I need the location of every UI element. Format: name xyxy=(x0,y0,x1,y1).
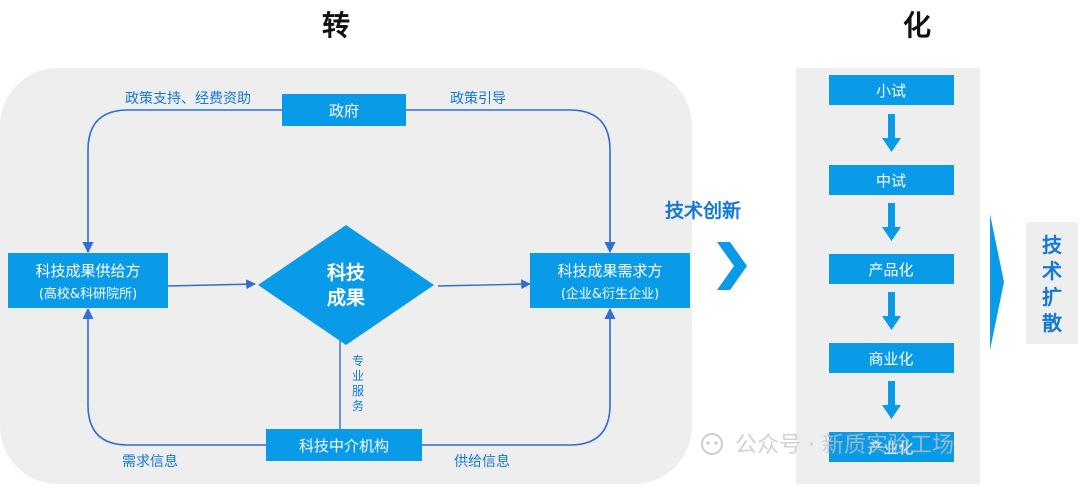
demander-node xyxy=(530,253,690,308)
stage-arrows xyxy=(882,114,901,419)
supply-info-label: 供给信息 xyxy=(454,453,510,470)
wechat-icon-dot xyxy=(706,441,710,445)
diffusion-char: 扩 xyxy=(1042,285,1062,309)
watermark: 公众号 · 新质实验工场 xyxy=(701,433,954,458)
government-node xyxy=(282,94,406,126)
core-label-line2: 成果 xyxy=(327,286,365,309)
diffusion-char: 技 xyxy=(1042,233,1063,257)
stage-label: 产品化 xyxy=(868,261,913,279)
diffusion-char: 术 xyxy=(1042,259,1062,283)
stage-label: 商业化 xyxy=(868,350,913,368)
policy-guidance-label: 政策引导 xyxy=(450,90,506,107)
diffusion-char: 散 xyxy=(1042,311,1063,335)
stage-box xyxy=(829,432,954,462)
supplier-label: 科技成果供给方 xyxy=(35,262,140,280)
stage-label: 中试 xyxy=(876,172,906,190)
stage-box xyxy=(829,343,954,373)
supplier-to-core-edge xyxy=(167,279,256,290)
core-label-line1: 科技 xyxy=(327,261,366,284)
stage-list: 小试 中试 产品化 商业化 产业化 xyxy=(829,75,954,462)
supplier-sublabel: (高校&科研院所) xyxy=(39,286,137,302)
heading-hua: 化 xyxy=(903,9,931,42)
government-label: 政府 xyxy=(329,102,359,120)
wechat-icon-dot xyxy=(714,441,718,445)
gov-to-demander-edge xyxy=(406,109,616,254)
wechat-icon xyxy=(701,433,723,455)
intermediary-label: 科技中介机构 xyxy=(299,437,389,455)
pro-service-char: 业 xyxy=(352,369,364,383)
policy-support-label: 政策支持、经费资助 xyxy=(125,90,251,107)
pro-service-char: 专 xyxy=(352,353,364,368)
stage-box xyxy=(829,165,954,195)
diffusion-label: 技 术 扩 散 xyxy=(1042,233,1063,335)
supplier-node xyxy=(8,253,168,308)
down-arrow-icon xyxy=(882,114,901,152)
innovation-chevron xyxy=(717,242,747,290)
core-diamond xyxy=(258,225,434,345)
stage-label: 小试 xyxy=(876,82,906,100)
demand-info-label: 需求信息 xyxy=(122,453,178,470)
innovation-label: 技术创新 xyxy=(665,199,741,222)
down-arrow-icon xyxy=(882,203,901,241)
pro-service-label: 专 业 服 务 xyxy=(352,353,364,413)
watermark-text: 公众号 · 新质实验工场 xyxy=(735,433,954,458)
heading-zhuan: 转 xyxy=(322,9,350,42)
intermediary-to-supplier-edge xyxy=(82,307,266,446)
core-to-demander-edge xyxy=(437,279,531,290)
pro-service-char: 服 xyxy=(352,384,364,398)
diffusion-panel xyxy=(1026,222,1078,344)
diffusion-arrow-icon xyxy=(990,214,1004,350)
pro-service-char: 务 xyxy=(352,398,364,413)
stage-box xyxy=(829,254,954,284)
intermediary-to-demander-edge xyxy=(422,307,616,446)
down-arrow-icon xyxy=(882,292,901,330)
demander-label: 科技成果需求方 xyxy=(557,262,662,280)
stage-label: 产业化 xyxy=(868,439,913,457)
intermediary-node xyxy=(266,429,422,461)
stage-box xyxy=(829,75,954,105)
demander-sublabel: (企业&衍生企业) xyxy=(561,286,659,302)
down-arrow-icon xyxy=(882,381,901,419)
gov-to-supplier-edge xyxy=(82,109,282,254)
